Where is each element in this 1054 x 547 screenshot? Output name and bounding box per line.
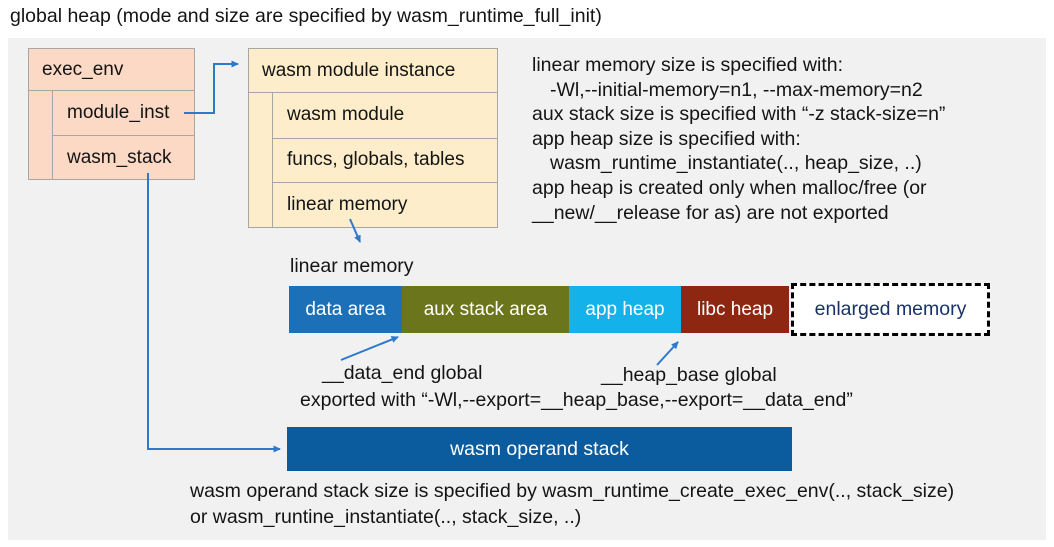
data-end-global-label: __data_end global: [322, 362, 483, 384]
segment-app-heap: app heap: [569, 286, 681, 333]
module-row-funcs-globals-tables: funcs, globals, tables: [273, 137, 497, 183]
exec-env-row-wasm-stack: wasm_stack: [53, 135, 194, 179]
segment-libc-heap: libc heap: [681, 286, 789, 333]
note-line: linear memory size is specified with:: [532, 54, 844, 76]
export-note: exported with “-Wl,--export=__heap_base,…: [300, 389, 853, 411]
wasm-operand-stack-box: wasm operand stack: [287, 427, 792, 471]
exec-env-row-module-inst: module_inst: [67, 102, 170, 123]
note-line: wasm operand stack size is specified by …: [190, 480, 955, 502]
note-line: __new/__release for as) are not exported: [532, 201, 889, 224]
module-row-linear-memory: linear memory: [273, 182, 497, 227]
note-line: app heap size is specified with:: [532, 127, 801, 150]
diagram-title: global heap (mode and size are specified…: [10, 5, 602, 27]
linear-memory-bar: data area aux stack area app heap libc h…: [289, 286, 789, 333]
segment-aux-stack-area: aux stack area: [402, 286, 569, 333]
segment-data-area: data area: [289, 286, 402, 333]
note-line: app heap is created only when malloc/fre…: [532, 176, 927, 199]
note-line: wasm_runtime_instantiate(.., heap_size, …: [550, 152, 922, 175]
note-line: -Wl,--initial-memory=n1, --max-memory=n2: [550, 78, 923, 101]
heap-base-global-label: __heap_base global: [601, 364, 777, 386]
linear-memory-label: linear memory: [290, 255, 414, 277]
exec-env-header: exec_env: [29, 49, 194, 91]
note-line: or wasm_runtine_instantiate(.., stack_si…: [190, 506, 582, 528]
exec-env-box: exec_env module_inst wasm_stack: [28, 48, 195, 180]
module-row-wasm-module: wasm module: [287, 104, 405, 126]
wasm-module-instance-header: wasm module instance: [249, 49, 497, 93]
operand-stack-notes: wasm operand stack size is specified by …: [190, 478, 954, 530]
wasm-module-instance-box: wasm module instance wasm module funcs, …: [248, 48, 498, 228]
segment-enlarged-memory: enlarged memory: [791, 283, 990, 336]
exec-env-indent-strip: [29, 91, 53, 179]
linear-memory-notes: linear memory size is specified with: -W…: [532, 53, 945, 225]
wasm-module-instance-indent-strip: [249, 93, 273, 227]
note-line: aux stack size is specified with “-z sta…: [532, 103, 946, 126]
